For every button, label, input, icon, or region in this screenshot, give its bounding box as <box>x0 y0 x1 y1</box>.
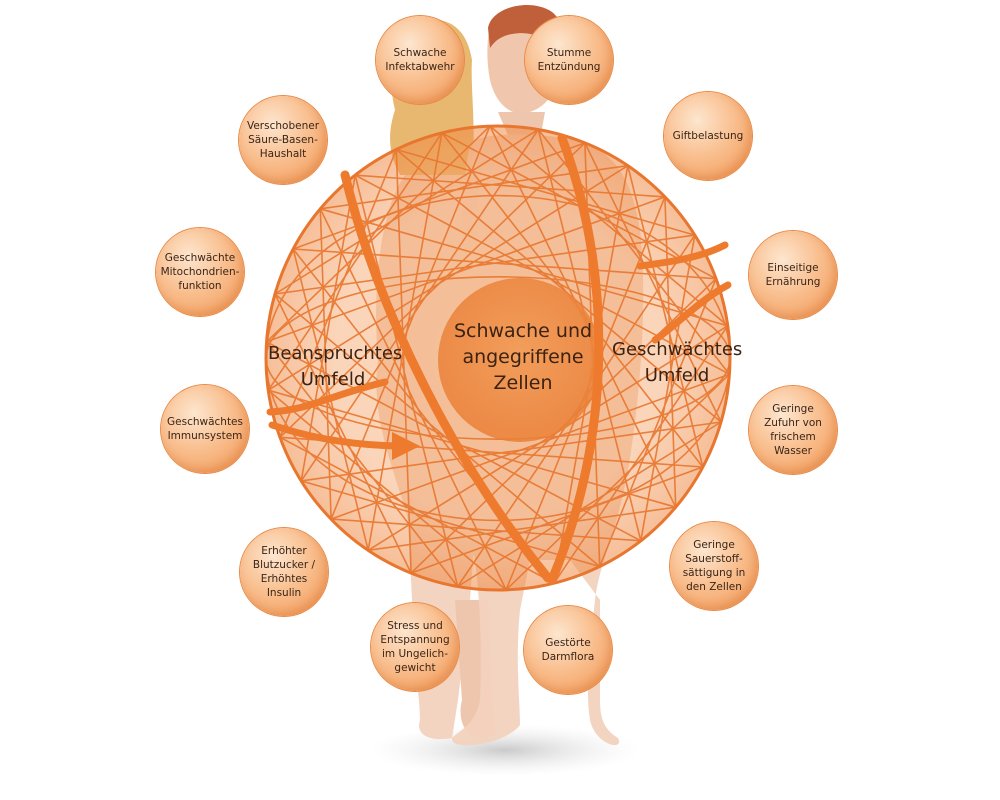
factor-label: Verschobener Säure-Basen- Haushalt <box>246 120 320 160</box>
mesh-line <box>598 278 717 567</box>
mesh-line <box>274 234 695 295</box>
center-label: Schwache und angegriffene Zellen <box>453 320 593 394</box>
cell-core <box>438 278 602 442</box>
mesh-line <box>300 175 356 482</box>
factor-label: Geringe Sauerstoff- sättigung in den Zel… <box>682 539 746 593</box>
factor-label: Geringe Zufuhr von frischem Wasser <box>764 403 822 457</box>
mesh-line <box>274 293 601 568</box>
mesh-line <box>292 142 586 250</box>
mesh-line <box>395 148 722 423</box>
factor-label: Erhöhter Blutzucker / Erhöhtes Insulin <box>252 545 316 599</box>
mesh-line <box>266 196 666 343</box>
mesh-line <box>627 165 704 468</box>
mesh-line <box>319 208 507 591</box>
factor-bubble: Stress und Entspannung im Ungelich- gewi… <box>371 603 459 691</box>
accent-curve-right <box>547 133 604 585</box>
mesh-line <box>664 196 677 508</box>
factor-bubble: Geringe Zufuhr von frischem Wasser <box>749 386 837 474</box>
factor-bubble: Verschobener Säure-Basen- Haushalt <box>239 96 327 184</box>
factor-label: Giftbelastung <box>672 130 744 142</box>
mesh-line <box>274 293 412 574</box>
mesh-line <box>267 389 507 591</box>
factor-label: Geschwächte Mitochondrien- funktion <box>160 252 240 292</box>
mesh-line <box>265 341 459 587</box>
mesh-line <box>300 129 539 482</box>
factor-bubble: Geschwächte Mitochondrien- funktion <box>156 228 244 316</box>
sphere-mesh <box>265 125 731 591</box>
factor-bubble: Geringe Sauerstoff- sättigung in den Zel… <box>670 522 758 610</box>
mesh-line <box>279 142 586 438</box>
mesh-line <box>355 174 665 198</box>
mesh-line <box>640 234 696 541</box>
mesh-line <box>319 208 332 520</box>
mesh-line <box>396 148 696 236</box>
mesh-line <box>553 325 729 584</box>
mesh-line <box>279 149 398 438</box>
mesh-line <box>489 125 729 327</box>
mesh-line <box>330 125 491 520</box>
mesh-line <box>268 389 676 508</box>
factor-label: Einseitige Ernährung <box>765 262 821 288</box>
environment-arrows <box>266 241 732 460</box>
mesh-line <box>354 174 730 375</box>
mesh-line <box>457 421 722 588</box>
mesh-line <box>300 480 600 568</box>
mesh-line <box>584 142 722 423</box>
factor-bubble: Giftbelastung <box>664 92 752 180</box>
factor-bubble: Schwache Infektabwehr <box>376 16 464 104</box>
factor-bubble: Gestörte Darmflora <box>524 606 612 694</box>
factor-bubble: Geschwächtes Immunsystem <box>161 385 249 473</box>
mesh-line <box>368 506 676 552</box>
factor-bubble: Einseitige Ernährung <box>749 231 837 319</box>
factor-label: Stumme Entzündung <box>537 47 601 73</box>
mesh-line <box>395 149 412 574</box>
mesh-ring <box>265 194 731 522</box>
arrow-head-left <box>392 432 420 460</box>
factor-label: Gestörte Darmflora <box>541 637 595 663</box>
mesh-line <box>320 208 728 327</box>
mesh-line <box>266 125 491 343</box>
factor-label: Stress und Entspannung im Ungelich- gewi… <box>380 620 450 674</box>
left-environment-label: Beanspruchtes Umfeld <box>268 343 403 390</box>
mesh-line <box>301 421 722 482</box>
factor-label: Geschwächtes Immunsystem <box>167 416 243 442</box>
factor-bubble: Erhöhter Blutzucker / Erhöhtes Insulin <box>240 528 328 616</box>
right-environment-label: Geschwächtes Umfeld <box>612 339 743 386</box>
mesh-line <box>267 132 443 391</box>
mesh-line <box>330 373 730 520</box>
factor-bubble: Stumme Entzündung <box>525 16 613 104</box>
mesh-line <box>505 373 730 591</box>
mesh-line <box>331 518 641 542</box>
factor-label: Schwache Infektabwehr <box>385 47 455 73</box>
mesh-line <box>274 128 539 295</box>
mesh-line <box>354 175 459 587</box>
mesh-line <box>410 466 704 574</box>
accent-curve-left <box>340 170 553 583</box>
